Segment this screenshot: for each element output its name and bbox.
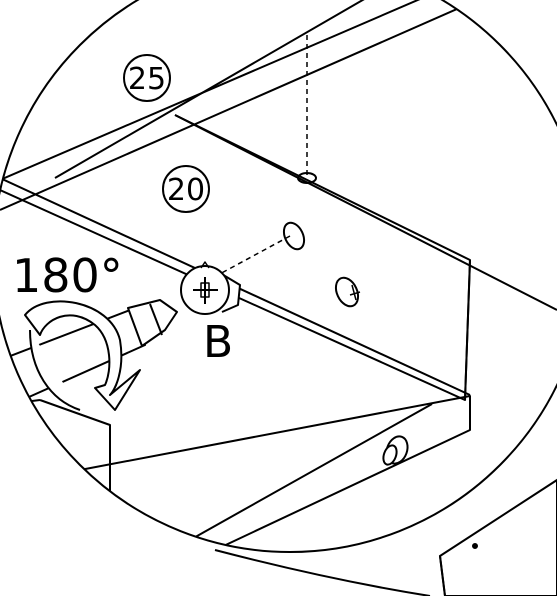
rotation-arrow (24, 300, 141, 411)
fitting-label: B (203, 317, 233, 368)
detail-circle (0, 0, 557, 553)
part-number-20-text: 20 (167, 173, 205, 208)
guide-lines (204, 35, 308, 283)
part-number-25: 25 (123, 54, 171, 102)
rotation-angle-label: 180° (12, 249, 123, 303)
cam-holes (282, 172, 361, 308)
callout-tail (214, 549, 431, 596)
dowel-peg (382, 435, 409, 466)
part-number-20: 20 (162, 165, 210, 213)
base-block (0, 399, 111, 510)
front-rail (79, 395, 471, 551)
detail-view (0, 0, 557, 551)
inset-panel (438, 478, 557, 596)
cam-lock-fitting (180, 261, 241, 315)
part-number-25-text: 25 (128, 62, 166, 97)
